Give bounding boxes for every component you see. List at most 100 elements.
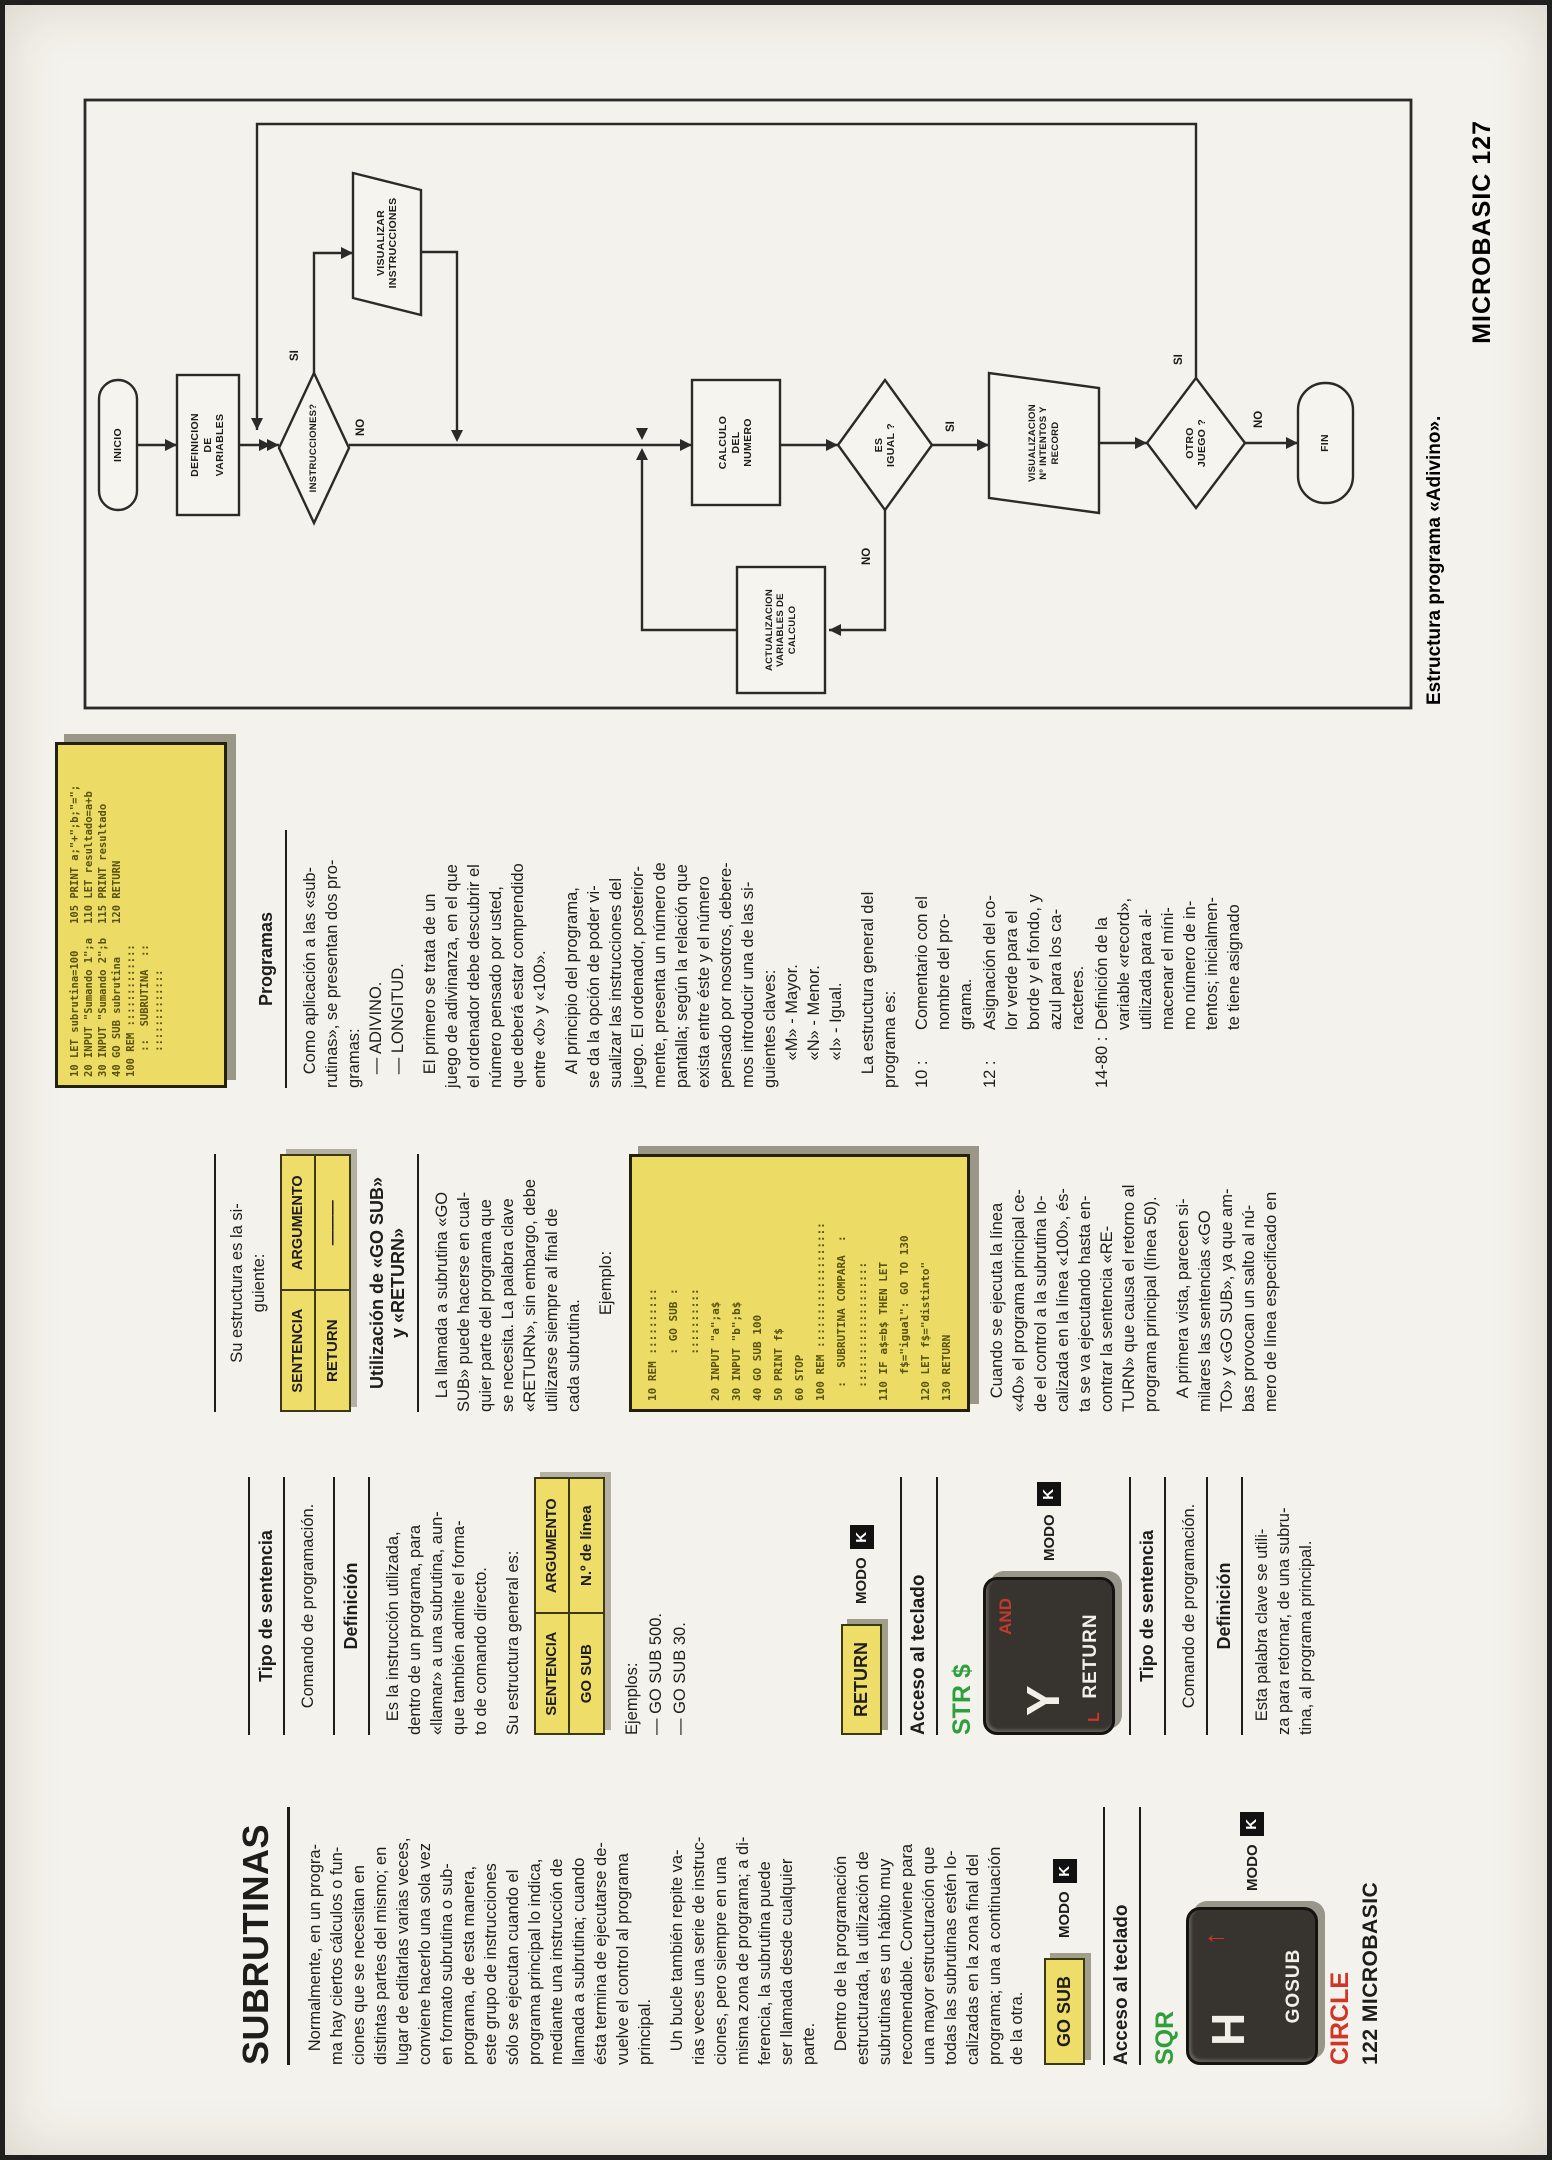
- key-letter: H: [1202, 2012, 1254, 2046]
- adivino-flowchart: INICIO DEFINICION DE VARIABLES INSTRUCCI…: [83, 98, 1413, 710]
- return-chip-row: RETURN MODO K: [841, 1477, 882, 1735]
- intro-paragraph-1: Normalmente, en un progra- ma hay cierto…: [306, 1837, 654, 2065]
- basic-listing-right: 105 PRINT a;"+";b;"="; 110 LET resultado…: [69, 784, 123, 924]
- utilizacion-paragraph: La llamada a subrutina «GO SUB» puede ha…: [433, 1179, 583, 1412]
- header-argumento: ARGUMENTO: [281, 1155, 315, 1291]
- key-and-red: AND: [996, 1598, 1015, 1635]
- es-igual-diamond: [836, 377, 934, 513]
- program-structure-list: 10 : Comentario con el nombre del pro- g…: [911, 830, 1245, 1088]
- return-key-row: AND Y RETURN L MODO K: [983, 1477, 1115, 1735]
- acceso-teclado-heading-1: Acceso al teclado: [1103, 1807, 1141, 2065]
- return-syntax-table: SENTENCIA ARGUMENTO RETURN ———: [280, 1154, 351, 1412]
- gosub-key-row: H ↑ GOSUB MODO K: [1186, 1807, 1318, 2065]
- modo-k-label: MODO K: [1240, 1812, 1264, 1891]
- key-letter: Y: [1017, 1685, 1069, 1716]
- gosub-example-code-box: 10 REM :::::::::: : GO SUB : :::::::::: …: [629, 1154, 970, 1412]
- programas-paragraph-1: Como aplicación a las «sub- rutinas», se…: [301, 859, 407, 1088]
- label-no-instrucciones: NO: [355, 418, 367, 436]
- inicio-shape: [97, 378, 139, 512]
- gosub-syntax-table: SENTENCIA ARGUMENTO GO SUB N.º de línea: [534, 1477, 605, 1735]
- modo-k-label: MODO K: [849, 1525, 874, 1604]
- ejemplo-gosub-30: — GO SUB 30.: [671, 1622, 689, 1735]
- adivino-sum-code-box: 10 LET subrutina=100 20 INPUT "Sumando 1…: [55, 742, 227, 1088]
- list-item: 14-80 : Definición de la variable «recor…: [1091, 830, 1245, 1088]
- modo-text: MODO: [1040, 1514, 1058, 1561]
- k-mode-badge: K: [1240, 1812, 1264, 1837]
- flowchart-graphics: [83, 98, 1413, 710]
- list-item: 12 : Asignación del co- lor verde para e…: [979, 830, 1089, 1088]
- cuando-paragraph-2: A primera vista, parecen si- milares las…: [1174, 1188, 1280, 1412]
- value-argumento: N.º de línea: [569, 1478, 604, 1614]
- basic-listing-compara: 10 REM :::::::::: : GO SUB : :::::::::: …: [646, 1222, 953, 1401]
- list-item: 10 : Comentario con el nombre del pro- g…: [911, 830, 977, 1088]
- label-no-otro-juego: NO: [1253, 410, 1265, 428]
- line-number: 10 :: [913, 1060, 931, 1088]
- modo-text: MODO: [1056, 1891, 1073, 1938]
- programas-paragraph-2: El primero se trata de un juego de adivi…: [421, 863, 549, 1088]
- intro-paragraph-2: Un bucle también repite va- rias veces u…: [668, 1836, 818, 2065]
- definicion-heading: Definición: [333, 1477, 370, 1735]
- modo-text: MODO: [853, 1557, 870, 1604]
- node-fin: FIN: [1319, 434, 1332, 452]
- ejemplos-label: Ejemplos:: [623, 1662, 641, 1735]
- estructura-siguiente: Su estructura es la si- guiente:: [228, 1203, 268, 1363]
- node-inicio: INICIO: [111, 428, 124, 462]
- label-si-es-igual: SI: [945, 421, 957, 432]
- arrowheads: [165, 247, 1298, 636]
- red-arrow-icon: ↑: [1199, 1932, 1229, 1945]
- code-box-columns: 10 LET subrutina=100 20 INPUT "Sumando 1…: [68, 753, 166, 1077]
- table-header-row: SENTENCIA ARGUMENTO: [281, 1155, 315, 1411]
- spectrum-key-h-gosub: H ↑ GOSUB: [1186, 1907, 1318, 2065]
- header-sentencia: SENTENCIA: [281, 1290, 315, 1411]
- sqr-green-keyword: SQR: [1151, 2010, 1179, 2065]
- programas-paragraph-4: La estructura general del programa es:: [859, 891, 899, 1088]
- node-es-igual: ES IGUAL ?: [872, 423, 898, 467]
- cuando-paragraph-1: Cuando se ejecuta la línea «40» el progr…: [988, 1184, 1160, 1412]
- line-number: 12 :: [981, 1060, 999, 1088]
- ejemplo-gosub-500: — GO SUB 500.: [647, 1613, 665, 1735]
- table-value-row: GO SUB N.º de línea: [569, 1478, 604, 1734]
- visualizacion-parallelogram: [987, 371, 1101, 515]
- node-otro-juego: OTRO JUEGO ?: [1183, 418, 1209, 468]
- instrucciones-diamond: [277, 370, 351, 526]
- column-3: Su estructura es la si- guiente: SENTENC…: [214, 1154, 1292, 1412]
- modo-k-label: MODO K: [1037, 1482, 1061, 1561]
- visualizar-parallelogram: [351, 171, 423, 317]
- value-argumento: ———: [315, 1155, 350, 1291]
- node-instrucciones: INSTRUCCIONES?: [308, 403, 320, 493]
- spectrum-key-y-return: AND Y RETURN L: [983, 1577, 1115, 1735]
- line-number: 14-80 :: [1093, 1036, 1111, 1088]
- node-definicion: DEFINICION DE VARIABLES: [189, 413, 227, 477]
- k-mode-badge: K: [849, 1525, 874, 1550]
- intro-paragraph-3: Dentro de la programación estructurada, …: [832, 1843, 1026, 2065]
- circle-red-keyword: CIRCLE: [1326, 1971, 1354, 2065]
- table-value-row: RETURN ———: [315, 1155, 350, 1411]
- label-si-otro-juego: SI: [1173, 354, 1185, 365]
- value-sentencia: RETURN: [315, 1290, 350, 1411]
- basic-listing-left: 10 LET subrutina=100 20 INPUT "Sumando 1…: [69, 937, 165, 1077]
- key-keyword: GOSUB: [1283, 1948, 1304, 2024]
- column-1: SUBRUTINAS Normalmente, en un progra- ma…: [235, 1807, 1383, 2065]
- comando-programacion-2: Comando de programación.: [1180, 1503, 1198, 1709]
- estructura-line: Su estructura general es:: [504, 1550, 522, 1735]
- utilizacion-heading: Utilización de «GO SUB» y «RETURN»: [367, 1154, 419, 1412]
- key-l-red: L: [1086, 1712, 1103, 1722]
- value-sentencia: GO SUB: [569, 1613, 604, 1734]
- label-si-instrucciones: SI: [289, 350, 301, 361]
- column-top-rule: Su estructura es la si- guiente:: [214, 1154, 270, 1412]
- programas-paragraph-3: Al principio del programa, se da la opci…: [563, 862, 845, 1088]
- node-visualizar: VISUALIZAR INSTRUCCIONES: [374, 197, 400, 289]
- otro-juego-diamond: [1145, 376, 1247, 510]
- tipo-sentencia-heading-return: Tipo de sentencia: [1129, 1477, 1166, 1735]
- table-header-row: SENTENCIA ARGUMENTO: [535, 1478, 569, 1734]
- flowchart-frame: [83, 98, 1413, 710]
- acceso-teclado-heading-2: Acceso al teclado: [900, 1477, 938, 1735]
- programas-heading: Programas: [256, 830, 287, 1088]
- line-description: Comentario con el nombre del pro- grama.: [913, 896, 975, 1030]
- definicion-heading-return: Definición: [1206, 1477, 1243, 1735]
- tipo-sentencia-heading: Tipo de sentencia: [248, 1477, 285, 1735]
- gosub-keyword-chip: GO SUB: [1044, 1957, 1085, 2065]
- calculo-shape: [690, 378, 782, 507]
